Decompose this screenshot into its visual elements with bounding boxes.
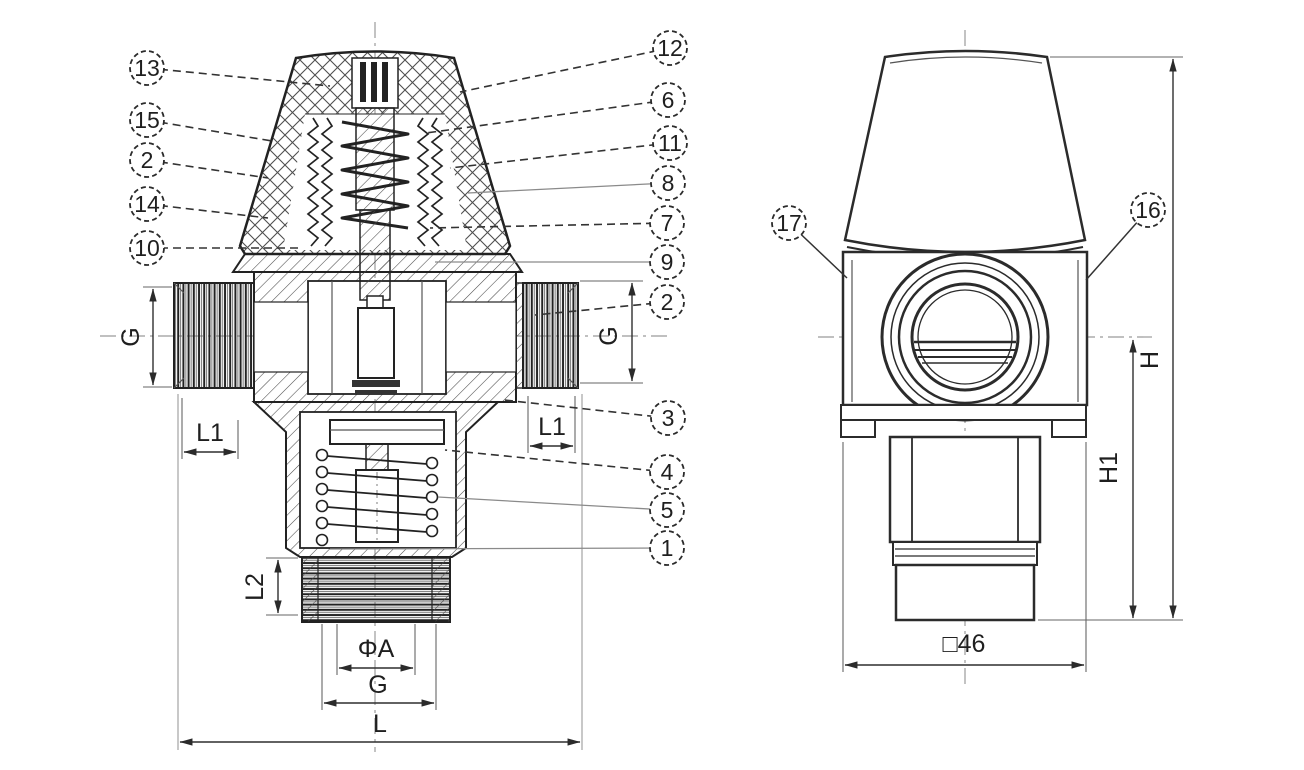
callout-10: 10 (129, 230, 300, 266)
callout-2-right: 2 (534, 284, 685, 320)
svg-text:17: 17 (776, 210, 802, 236)
side-view: H H1 □46 17 16 (771, 30, 1183, 688)
callout-4: 4 (444, 449, 685, 490)
callout-14: 14 (129, 186, 269, 222)
dim-g-bottom: G (368, 671, 387, 699)
piston-nub (366, 295, 384, 309)
callout-15: 15 (129, 102, 273, 142)
left-port-bore (253, 301, 309, 373)
callout-8: 8 (467, 165, 686, 201)
callout-12: 12 (459, 30, 688, 93)
svg-text:16: 16 (1135, 197, 1161, 223)
side-dimensions: H H1 □46 (842, 56, 1183, 672)
callout-11: 11 (449, 125, 688, 169)
front-callouts: 13 15 2 14 10 (129, 30, 688, 566)
side-lower-parts (840, 404, 1087, 622)
callout-16: 16 (1085, 192, 1166, 281)
callout-2-left: 2 (129, 142, 269, 179)
callout-7: 7 (429, 205, 685, 241)
svg-text:7: 7 (661, 210, 674, 236)
callout-17: 17 (771, 205, 848, 279)
element-rod (365, 443, 389, 473)
return-spring (315, 448, 439, 547)
dim-l1-left: L1 (196, 419, 224, 447)
dim-h: H (1136, 351, 1164, 369)
tail-cylinder (894, 563, 1036, 622)
side-port-circles (880, 252, 1050, 422)
dim-square46: □46 (943, 630, 986, 658)
knob-section (238, 50, 512, 256)
callout-3: 3 (503, 399, 686, 436)
flange (840, 404, 1087, 421)
callout-1: 1 (329, 530, 685, 566)
dim-l: L (373, 710, 387, 738)
svg-text:2: 2 (141, 147, 154, 173)
hex-body (888, 435, 1042, 544)
callout-13: 13 (129, 50, 331, 87)
right-port-bore (445, 301, 517, 373)
knob-stem-slot (351, 57, 399, 109)
left-port-thread (173, 282, 255, 389)
mixing-chamber (253, 209, 517, 395)
svg-text:8: 8 (662, 170, 675, 196)
callout-9: 9 (435, 244, 685, 280)
front-dimensions: G L1 G L1 L2 ΦA (117, 280, 643, 750)
lower-cavity (299, 411, 457, 549)
dim-h1: H1 (1095, 452, 1123, 484)
svg-text:15: 15 (134, 107, 160, 133)
side-callouts: 17 16 (771, 192, 1166, 281)
dim-l2: L2 (241, 573, 269, 601)
knob-thread-inserts (306, 117, 444, 247)
side-knob (843, 49, 1087, 260)
svg-text:13: 13 (134, 55, 160, 81)
right-port-thread (515, 282, 579, 389)
svg-text:4: 4 (661, 459, 674, 485)
svg-text:6: 6 (662, 87, 675, 113)
groove-ring (892, 541, 1038, 566)
callout-6: 6 (425, 82, 686, 134)
adjusting-spindle (355, 107, 395, 211)
dim-g-left: G (117, 327, 145, 346)
callout-5: 5 (437, 492, 685, 528)
spindle-stem (359, 209, 391, 301)
svg-text:11: 11 (658, 130, 682, 156)
dim-l1-right: L1 (538, 413, 566, 441)
svg-text:12: 12 (657, 35, 683, 61)
side-body (841, 250, 1089, 422)
svg-text:1: 1 (661, 535, 674, 561)
svg-text:2: 2 (661, 289, 674, 315)
svg-text:14: 14 (134, 191, 160, 217)
spring-seat (329, 419, 445, 445)
dim-g-right: G (595, 326, 623, 345)
svg-text:3: 3 (662, 405, 675, 431)
shuttle-piston (357, 307, 395, 379)
dim-phi-a: ΦA (358, 635, 395, 663)
svg-text:5: 5 (661, 497, 674, 523)
seal-stack (352, 380, 400, 387)
front-view: G L1 G L1 L2 ΦA (100, 22, 688, 752)
bottom-port-thread (301, 556, 451, 623)
svg-text:9: 9 (661, 249, 674, 275)
svg-text:10: 10 (134, 235, 160, 261)
